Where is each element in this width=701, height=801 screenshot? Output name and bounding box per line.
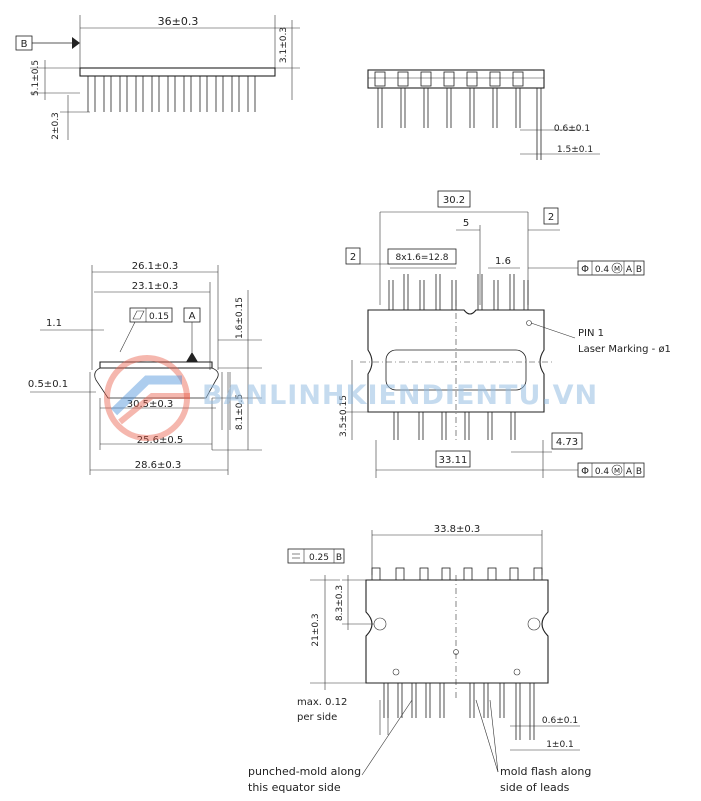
dim-1-1: 1.1	[46, 318, 62, 329]
note-punched-2: this equator side	[248, 781, 341, 794]
dim-1-6-front: 1.6	[495, 256, 511, 267]
dim-21: 21±0.3	[311, 613, 321, 646]
max-label-2: per side	[297, 712, 337, 723]
bottom-view: 33.8±0.3 0.25 B 8.3±0.3 21±0.3	[248, 524, 591, 794]
dim-4-73: 4.73	[556, 437, 578, 448]
dim-3-1: 3.1±0.3	[279, 27, 289, 63]
dim-5-1: 5.1±0.5	[31, 60, 41, 96]
dim-5: 5	[463, 218, 469, 229]
dim-0-6: 0.6±0.1	[542, 716, 578, 726]
pin1-label: PIN 1	[578, 328, 604, 339]
tol-top-datum-b: B	[636, 265, 642, 275]
side-dim-0-6: 0.6±0.1	[554, 124, 590, 134]
laser-label: Laser Marking - ø1	[578, 344, 671, 355]
tol-bottom-datum-a: A	[626, 467, 633, 477]
tol-top-symbol: Φ	[581, 264, 589, 275]
note-punched-1: punched-mold along	[248, 765, 361, 778]
dim-26-1: 26.1±0.3	[132, 261, 179, 272]
max-label-1: max. 0.12	[297, 697, 347, 708]
dim-28-6: 28.6±0.3	[135, 460, 182, 471]
side-view: 0.6±0.1 1.5±0.1	[367, 69, 600, 160]
tol-bottom-modifier: M	[614, 467, 620, 475]
datum-a-label: A	[189, 311, 196, 322]
dim-2: 2±0.3	[51, 112, 61, 140]
dim-33-8: 33.8±0.3	[434, 524, 481, 535]
tol-top-modifier: M	[614, 265, 620, 273]
dim-8-1: 8.1±0.5	[235, 394, 245, 430]
tol-bottom-datum-b: B	[636, 467, 642, 477]
parallel-datum: B	[336, 553, 342, 563]
tol-bottom-symbol: Φ	[581, 466, 589, 477]
left-view: 26.1±0.3 23.1±0.3 1.1 0.15 A 1.6±0.15 0.…	[28, 261, 262, 475]
flatness-value: 0.15	[149, 312, 169, 322]
dim-30-5: 30.5±0.3	[127, 399, 174, 410]
parallel-value: 0.25	[309, 553, 329, 563]
dim-8-3: 8.3±0.3	[335, 585, 345, 621]
tol-top-value: 0.4	[595, 265, 610, 275]
datum-b-label: B	[21, 39, 28, 50]
dim-1: 1±0.1	[546, 740, 574, 750]
dim-2-right: 2	[548, 212, 554, 223]
dim-33-11: 33.11	[439, 455, 468, 466]
side-dim-1-5: 1.5±0.1	[557, 145, 593, 155]
dim-0-5: 0.5±0.1	[28, 379, 68, 390]
note-flash-1: mold flash along	[500, 765, 591, 778]
note-flash-2: side of leads	[500, 781, 570, 794]
dim-36: 36±0.3	[158, 15, 199, 28]
dim-pitch: 8x1.6=12.8	[396, 253, 449, 263]
dim-3-5: 3.5±0.15	[339, 395, 349, 437]
tol-top-datum-a: A	[626, 265, 633, 275]
top-view: B 36±0.3 3.1±0.3 5.1±0.5	[15, 15, 300, 140]
dim-2-left: 2	[350, 252, 356, 263]
dim-25-6: 25.6±0.5	[137, 435, 184, 446]
dim-1-6: 1.6±0.15	[235, 297, 245, 339]
front-view: 30.2 5 2 2 8x1.6=12.8 1.6 Φ 0.4 M A B	[339, 190, 671, 478]
tol-bottom-value: 0.4	[595, 467, 610, 477]
dim-30-2: 30.2	[443, 195, 465, 206]
dim-23-1: 23.1±0.3	[132, 281, 179, 292]
